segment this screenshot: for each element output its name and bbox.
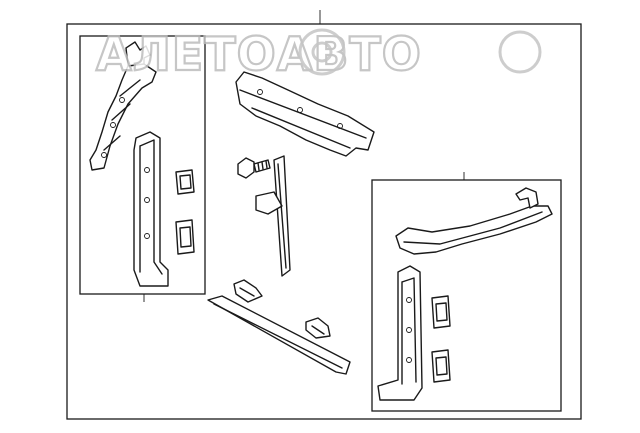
center-upper-panel	[235, 71, 375, 157]
left-upper-bracket	[89, 41, 157, 171]
left-frame	[79, 35, 206, 295]
watermark-ring-icon	[498, 30, 542, 74]
left-clip-upper	[175, 169, 195, 195]
watermark-text: АЛЕТОАВТО	[96, 27, 422, 81]
watermark-gear-icon	[298, 28, 346, 76]
outer-frame	[66, 23, 582, 420]
outer-assembly	[66, 10, 582, 420]
watermark: АЛЕТОАВТО	[95, 26, 542, 82]
right-clip-lower	[431, 349, 451, 383]
center-vertical-support	[255, 155, 291, 277]
watermark-gear-hub-icon	[311, 41, 333, 63]
right-subassembly	[371, 172, 562, 412]
left-clip-lower	[175, 219, 195, 255]
left-subassembly	[79, 35, 206, 302]
left-vertical-pillar	[133, 131, 169, 287]
right-clip-upper	[431, 295, 451, 329]
right-upper-arm	[395, 187, 553, 255]
center-lower-member	[207, 279, 351, 375]
right-vertical-pillar	[377, 265, 423, 401]
right-frame	[371, 179, 562, 412]
bolt	[237, 157, 271, 179]
